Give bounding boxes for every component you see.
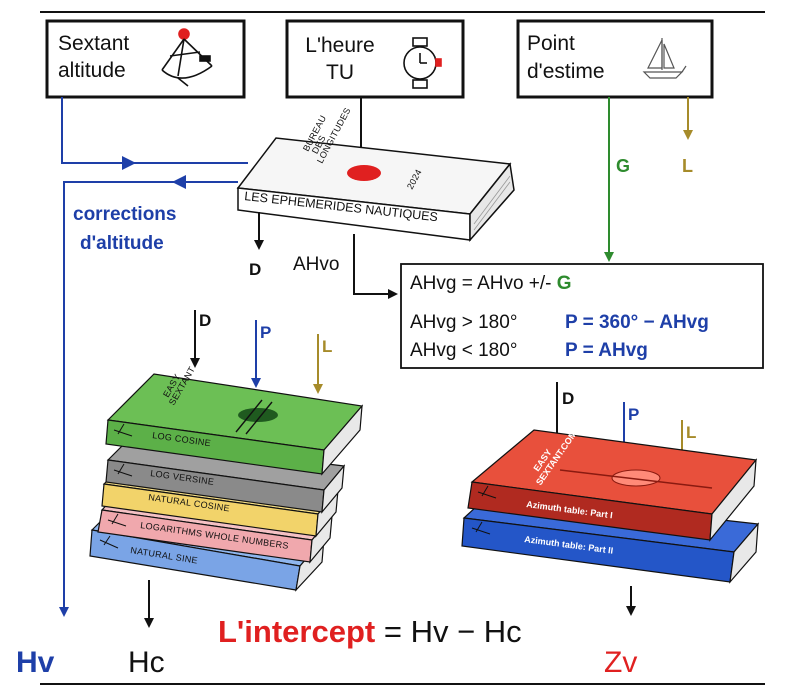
intercept-formula: L'intercept = Hv − Hc	[218, 614, 522, 649]
d-label-azimuth: D	[562, 389, 574, 408]
formula-line2-condition: AHvg > 180°	[410, 312, 517, 333]
sailboat-icon	[642, 38, 687, 79]
ephemerides-book: BUREAU DES LONGITUDES 2024 LES EPHEMERID…	[236, 106, 515, 242]
time-label-line2: TU	[326, 61, 354, 84]
ephemerides-red-mark	[347, 165, 381, 181]
l-label-stack: L	[322, 337, 332, 356]
formula-line3-result: P = AHvg	[565, 340, 648, 361]
svg-text:AHvg = AHvo +/- G: AHvg = AHvo +/- G	[410, 273, 572, 294]
sextant-flow-arrow	[61, 97, 248, 164]
zv-label: Zv	[604, 646, 637, 679]
sextant-label-line2: altitude	[58, 59, 126, 82]
corrections-label-line1: corrections	[73, 204, 176, 225]
d-label-ephem: D	[249, 260, 261, 279]
sextant-box: Sextant altitude	[45, 19, 246, 99]
time-box: L'heure TU	[285, 19, 465, 99]
sextant-flow-arrowhead	[122, 156, 136, 170]
book-log-cosine: EASY SEXTANT LOG COSINE	[105, 365, 364, 476]
corrections-label-line2: d'altitude	[80, 233, 164, 254]
sextant-label-line1: Sextant	[58, 32, 129, 55]
estimate-box: Point d'estime	[516, 19, 714, 99]
formula-box: AHvg = AHvo +/- G AHvg > 180° P = 360° −…	[400, 263, 764, 369]
d-label-stack: D	[199, 311, 211, 330]
hc-label: Hc	[128, 646, 165, 679]
l-label-azimuth: L	[686, 423, 696, 442]
formula-line1-g: G	[557, 273, 572, 294]
easy-sextant-book-stack: NATURAL SINE LOGARITHMS WHOLE NUMBERS NA…	[89, 365, 364, 592]
formula-line3-condition: AHvg < 180°	[410, 340, 517, 361]
sextant-icon	[161, 28, 213, 87]
intercept-equation: = Hv − Hc	[375, 614, 521, 649]
hv-label: Hv	[16, 646, 55, 679]
ahvo-label: AHvo	[293, 254, 339, 275]
corrections-return-arrowhead	[172, 175, 186, 189]
p-label-stack: P	[260, 323, 271, 342]
estimate-label-line2: d'estime	[527, 60, 605, 83]
azimuth-book-stack: Azimuth table: Part II EASY SEXTANT.COM …	[461, 429, 760, 584]
p-label-azimuth: P	[628, 405, 639, 424]
formula-line2-result: P = 360° − AHvg	[565, 312, 709, 333]
time-label-line1: L'heure	[305, 34, 374, 57]
ahvo-arrow	[353, 234, 398, 299]
book-azimuth-mark	[611, 469, 661, 487]
watch-icon	[403, 37, 442, 89]
l-label-top: L	[682, 156, 693, 176]
estimate-label-line1: Point	[527, 32, 575, 55]
book-azimuth-part-1: EASY SEXTANT.COM Azimuth table: Part I	[467, 429, 758, 542]
g-label: G	[616, 156, 630, 176]
formula-line1-text: AHvg = AHvo +/-	[410, 273, 557, 294]
book-log-cosine-mark	[238, 408, 278, 422]
intercept-label: L'intercept	[218, 614, 375, 649]
